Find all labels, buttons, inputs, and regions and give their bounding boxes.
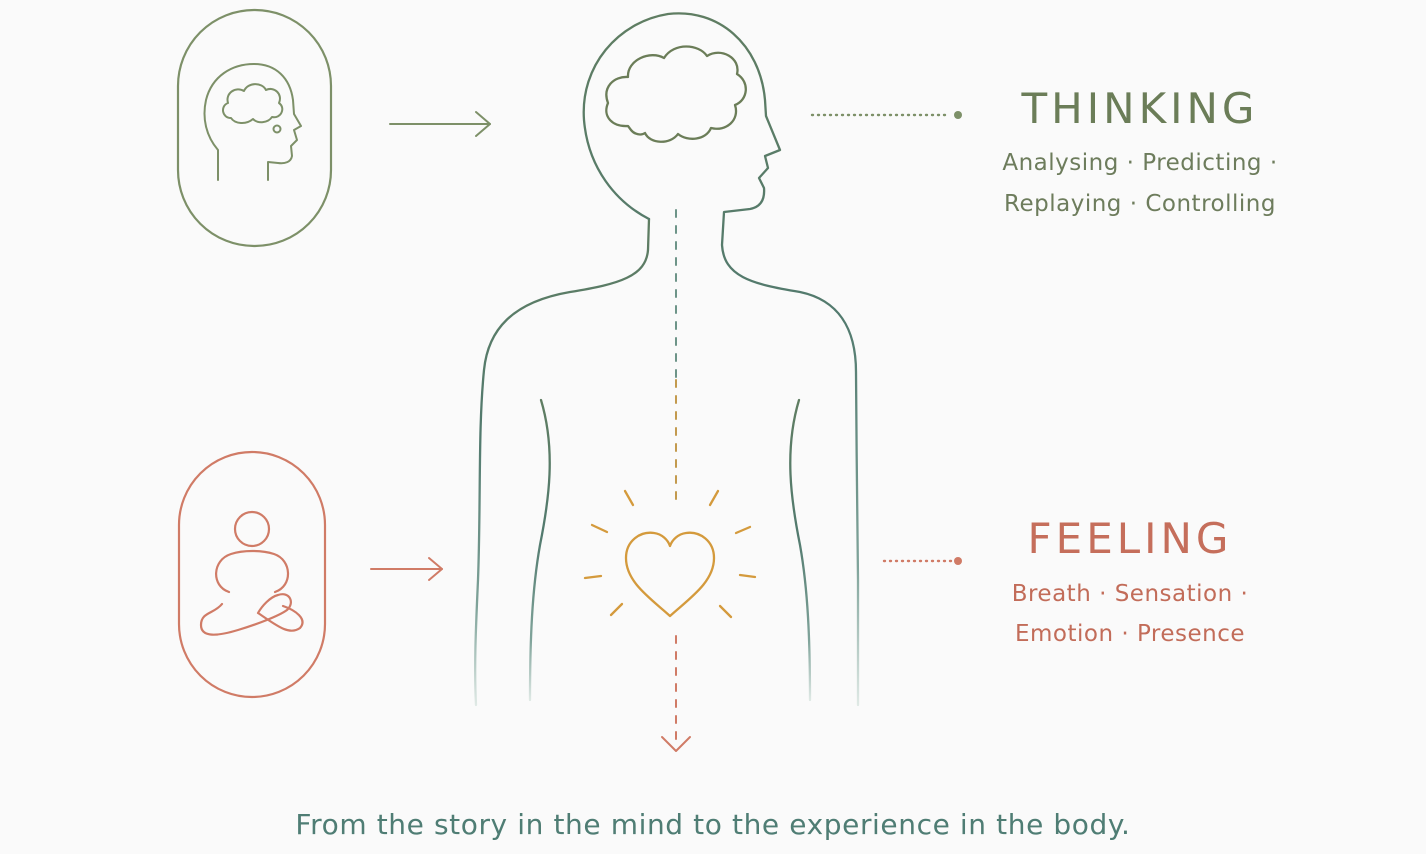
- feeling-icon-capsule: [177, 450, 327, 699]
- feeling-description-line-2: Emotion · Presence: [1014, 621, 1246, 647]
- thinking-arrow: [389, 111, 491, 137]
- caption: From the story in the mind to the experi…: [295, 808, 1131, 841]
- feeling-title: FEELING: [1027, 514, 1233, 563]
- thinking-icon-capsule: [176, 8, 333, 248]
- body-silhouette: [474, 12, 860, 707]
- thinking-title: THINKING: [1021, 84, 1259, 133]
- brain-icon: [605, 45, 747, 143]
- thinking-leader: [810, 111, 962, 119]
- flow-down-arrow: [661, 736, 691, 752]
- feeling-arrow: [370, 557, 443, 581]
- radiant-heart-icon: [583, 489, 757, 619]
- meditation-person-icon: [199, 510, 304, 636]
- feeling-description-line-1: Breath · Sensation ·: [1011, 581, 1249, 607]
- thinking-description-line-1: Analysing · Predicting ·: [1002, 150, 1278, 176]
- thinking-description-line-2: Replaying · Controlling: [1004, 191, 1276, 217]
- feeling-leader: [882, 557, 962, 565]
- head-brain-icon: [203, 63, 302, 181]
